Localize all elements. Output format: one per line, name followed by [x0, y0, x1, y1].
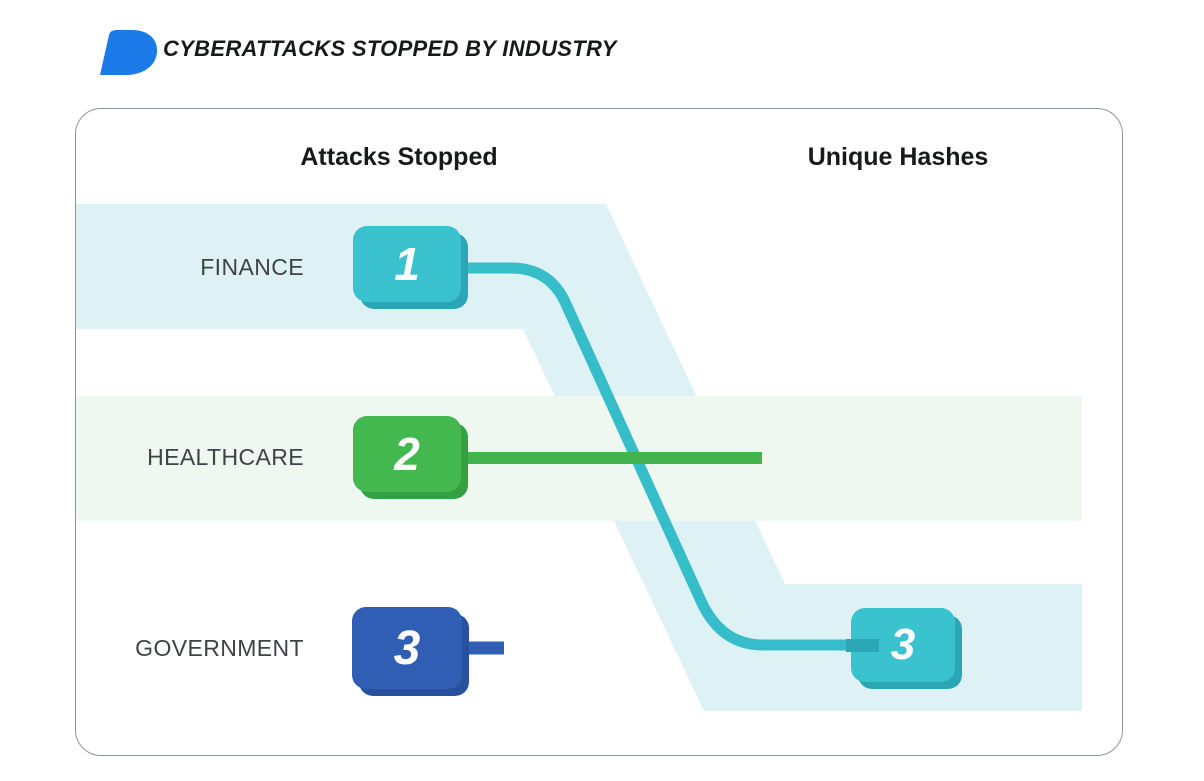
column-header-attacks-stopped: Attacks Stopped [300, 143, 498, 171]
brand-logo-icon [100, 30, 158, 75]
row-label-healthcare: HEALTHCARE [147, 444, 304, 470]
row-label-finance: FINANCE [200, 254, 304, 280]
badge-government-value: 3 [393, 621, 421, 675]
row-label-government: GOVERNMENT [135, 635, 304, 661]
column-header-unique-hashes: Unique Hashes [807, 143, 989, 171]
flow-chart-canvas [76, 204, 1082, 711]
header: CYBERATTACKS STOPPED BY INDUSTRY [0, 0, 1204, 100]
badge-finance-attacks: 1 [353, 226, 461, 302]
finance-flow-ribbon [76, 204, 1082, 711]
badge-healthcare-value: 2 [394, 428, 420, 480]
badge-government-attacks: 3 [352, 607, 462, 689]
badge-healthcare-attacks: 2 [353, 416, 461, 492]
badge-unique-hashes-value: 3 [890, 620, 916, 669]
page-title: CYBERATTACKS STOPPED BY INDUSTRY [163, 36, 617, 61]
badge-finance-value: 1 [394, 238, 420, 290]
hashes-line-shadow-stub [846, 639, 879, 652]
chart-card: Attacks Stopped Unique Hashes FINANCE HE… [75, 108, 1123, 756]
finance-link-line [456, 262, 871, 651]
